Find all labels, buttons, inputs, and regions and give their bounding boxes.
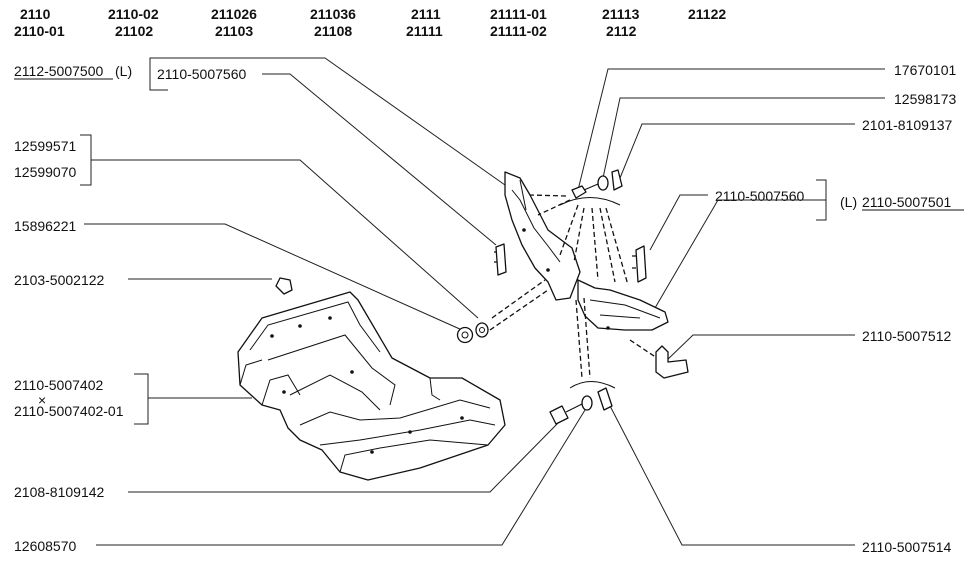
label-right-washer: 12598173	[894, 91, 957, 107]
top-screw	[571, 169, 623, 199]
bracket-clip-right	[632, 245, 647, 283]
label-right-bottom-clip: 2110-5007514	[862, 539, 951, 555]
model-6-bottom: 2112	[606, 23, 637, 39]
model-header: 2110 2110-01 2110-02 21102 211026 21103 …	[14, 6, 726, 39]
central-bracket	[504, 171, 581, 301]
label-panel-b: 2110-5007402-01	[14, 403, 124, 419]
arrow-nut	[489, 289, 549, 331]
label-plug: 2103-5002122	[14, 272, 105, 288]
leader-right-nut-clip	[619, 123, 855, 179]
label-panel-a: 2110-5007402	[14, 377, 103, 393]
label-right-nut-clip: 2101-8109137	[862, 117, 953, 133]
crossed-mark: ×	[38, 392, 46, 408]
left-labels: 2112-5007500 (L) 2110-5007560 12599571 1…	[14, 57, 246, 554]
leader-clips	[91, 159, 479, 319]
bracket-panel	[134, 373, 149, 425]
leader-right-washer	[602, 97, 885, 179]
label-bracket-top: 2110-5007560	[157, 66, 246, 82]
model-2-top: 211026	[211, 6, 257, 22]
leader-right-screw	[577, 68, 885, 191]
lower-small-bracket	[655, 345, 689, 379]
right-labels: 17670101 12598173 2101-8109137 2110-5007…	[715, 62, 964, 555]
label-right-screw: 17670101	[894, 62, 957, 78]
model-3-top: 211036	[310, 6, 356, 22]
model-6-top: 21113	[602, 6, 640, 22]
leader-right-lower-bracket	[664, 334, 855, 363]
model-1-top: 2110-02	[108, 6, 159, 22]
model-4-bottom: 21111	[406, 23, 443, 39]
model-1-bottom: 21102	[115, 23, 153, 39]
leader-washer	[96, 409, 586, 546]
model-5-bottom: 21111-02	[490, 23, 547, 39]
leader-lines	[84, 57, 885, 546]
model-5-top: 21111-01	[490, 6, 547, 22]
arrow-clip	[491, 279, 546, 319]
leader-assembly-right	[654, 199, 826, 309]
label-washer: 12608570	[14, 538, 77, 554]
model-0-top: 2110	[20, 6, 51, 22]
dash-arrows-bottom	[575, 297, 661, 379]
leader-right-bottom-clip	[607, 401, 855, 546]
label-assembly-left: 2112-5007500	[14, 63, 103, 79]
label-assembly-left-suffix: (L)	[115, 63, 132, 79]
label-right-bracket: 2110-5007560	[715, 188, 804, 204]
leader-bolt	[128, 422, 559, 493]
leader-bracket-top	[262, 73, 497, 246]
label-bolt: 2108-8109142	[14, 484, 105, 500]
plug-part	[275, 277, 293, 295]
arc-top	[559, 197, 621, 206]
leader-right-bracket	[649, 194, 708, 251]
label-right-lower-bracket: 2110-5007512	[862, 328, 951, 344]
bracket-clips	[80, 134, 92, 186]
bottom-fasteners	[549, 381, 616, 425]
model-0-bottom: 2110-01	[14, 23, 65, 39]
model-2-bottom: 21103	[215, 23, 253, 39]
leader-nut	[84, 223, 463, 331]
parts-drawing	[237, 169, 689, 481]
right-assembly-bracket	[577, 279, 669, 331]
model-7-top: 21122	[688, 6, 726, 22]
label-clip-b: 12599070	[14, 164, 77, 180]
model-4-top: 2111	[411, 6, 441, 22]
label-clip-a: 12599571	[14, 138, 77, 154]
label-assembly-right: 2110-5007501	[862, 194, 951, 210]
model-3-bottom: 21108	[314, 23, 352, 39]
leader-assembly-left	[150, 57, 506, 186]
nut-and-clip-left	[456, 322, 489, 344]
label-nut: 15896221	[14, 218, 77, 234]
splash-shield-panel	[237, 291, 506, 481]
label-assembly-right-prefix: (L)	[840, 194, 857, 210]
bracket-clip-left	[494, 243, 507, 276]
dash-arrows-top	[529, 194, 629, 286]
